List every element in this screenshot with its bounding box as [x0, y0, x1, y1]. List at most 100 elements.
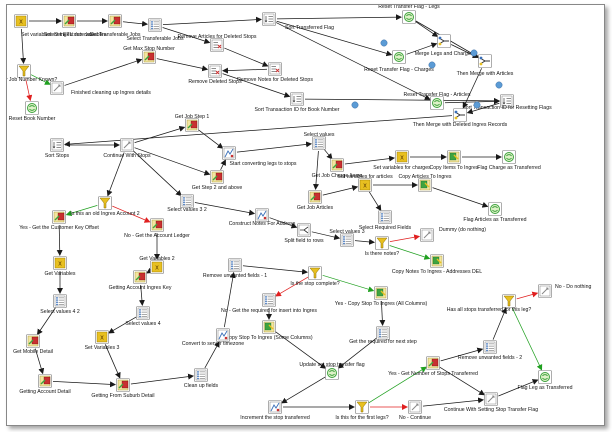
step-n71[interactable]: No - Do nothing [538, 284, 592, 298]
hop-n31-n32[interactable] [322, 185, 359, 196]
hop-n22-n37[interactable] [132, 150, 182, 197]
step-n63[interactable]: Update set stop transfer flag [299, 362, 365, 380]
hop-n44-n46[interactable] [56, 224, 63, 257]
hop-n15-n16[interactable] [222, 73, 291, 98]
hop-n11-n12[interactable] [466, 102, 500, 115]
hop-n22-n36[interactable] [106, 152, 125, 197]
step-n23[interactable]: Get Job Step 1 [175, 114, 210, 132]
hop-n38-n39[interactable] [269, 217, 298, 229]
hop-n49-n50[interactable] [242, 265, 309, 275]
step-n38[interactable]: Construct Notes For Address [229, 208, 296, 228]
step-n20[interactable]: Reset Book Number [9, 101, 56, 123]
step-n15[interactable]: Remove Deleted Stops [188, 64, 242, 86]
hop-n22-n23[interactable] [134, 125, 186, 144]
hop-n53-n63[interactable] [275, 331, 327, 369]
hop-n26-n27[interactable] [323, 148, 333, 160]
step-n26[interactable]: Select values [304, 132, 335, 150]
hop-n17-n20[interactable] [25, 78, 33, 102]
hop-n59-n49[interactable] [223, 271, 236, 328]
step-n40[interactable]: Select values 3 [329, 229, 365, 247]
step-n51[interactable]: No - Get the required for insert into In… [221, 293, 317, 315]
hop-n57-n60[interactable] [34, 348, 45, 375]
hop-n36-n45[interactable] [112, 205, 151, 223]
hop-n3-n4[interactable] [122, 20, 149, 27]
step-n25[interactable]: Get Step 2 and above [192, 170, 243, 192]
step-n62[interactable]: Clean up fields [184, 368, 219, 390]
hop-n62-n59[interactable] [204, 341, 220, 369]
hop-n37-n38[interactable] [194, 202, 256, 216]
hop-n27-n28[interactable] [344, 155, 396, 165]
step-n22[interactable]: Continue With Stops [103, 138, 151, 160]
hop-n17-n18[interactable] [30, 74, 51, 85]
hop-n50-n51[interactable] [275, 276, 309, 297]
step-n56[interactable]: Select values 4 [125, 306, 161, 328]
hop-n39-n40[interactable] [311, 231, 341, 240]
step-n7[interactable]: Merge Legs and Charges [415, 34, 474, 58]
step-n10[interactable]: Reset Transfer Flag - Articles [404, 92, 471, 110]
step-n39[interactable]: Split field to rows [284, 223, 324, 245]
step-n33[interactable]: Copy Articles To Ingres [399, 174, 452, 192]
step-n34[interactable]: Select Required Fields [359, 210, 412, 232]
hop-n5-n6[interactable] [276, 14, 403, 21]
step-n5[interactable]: Sort Transferred Flag [262, 12, 335, 32]
step-n48[interactable]: Getting Account Ingres Key [109, 270, 172, 292]
step-n3[interactable]: Get Transferable Jobs [89, 14, 141, 39]
hop-n61-n62[interactable] [130, 373, 195, 385]
step-n65[interactable]: Is this for the first legs? [335, 400, 389, 422]
step-n11[interactable]: Sort Transaction ID for Resetting Flags [462, 94, 552, 112]
hop-n1-n17[interactable] [20, 28, 27, 65]
step-n43[interactable]: Copy Notes To Ingres - Addresses DEL [392, 254, 482, 276]
hop-n6-n7[interactable] [415, 21, 439, 38]
hop-n22-n25[interactable] [134, 147, 211, 176]
step-n42[interactable]: Dummy (do nothing) [420, 227, 487, 242]
hop-n40-n41[interactable] [354, 238, 376, 245]
step-n6[interactable]: Reset Transfer Flag - Legs [378, 5, 440, 24]
hop-n47-n48[interactable] [146, 267, 153, 274]
step-n2[interactable]: Select ingest run date [44, 14, 94, 39]
hop-n67-n68[interactable] [439, 366, 486, 396]
step-n49[interactable]: Remove unwanted fields - 1 [203, 258, 267, 280]
hop-n55-n57[interactable] [36, 307, 56, 336]
step-n16[interactable]: Sort Transaction ID for Book Number [254, 92, 340, 114]
hop-n41-n42[interactable] [389, 234, 421, 242]
hop-n4-n5[interactable] [162, 16, 263, 25]
hop-n54-n63[interactable] [337, 337, 377, 369]
step-n69[interactable]: Flag Leg as Transferred [517, 370, 573, 392]
hop-n70-n69[interactable] [512, 308, 543, 371]
step-n29[interactable]: Copy Items To Ingres [430, 150, 479, 172]
step-n37[interactable]: Select values 3 2 [167, 194, 207, 214]
hop-n16-n11[interactable] [304, 97, 501, 104]
step-n31[interactable]: Get Job Articles [297, 190, 334, 212]
step-n54[interactable]: Get the required for next step [349, 326, 417, 346]
step-n55[interactable]: Select values 4 2 [40, 294, 80, 316]
step-n30[interactable]: Flag Charge as Transferred [477, 150, 541, 172]
step-n61[interactable]: Getting From Suburb Detail [91, 378, 155, 400]
step-n9[interactable]: Reset Transfer Flag - Charges [364, 50, 434, 74]
step-n41[interactable]: Is there notes? [365, 236, 399, 258]
hop-n67-n72[interactable] [440, 347, 484, 362]
hop-n72-n70[interactable] [492, 307, 507, 340]
hop-n56-n58[interactable] [108, 316, 137, 334]
step-n24[interactable]: Start converting legs to stops [222, 146, 297, 168]
hop-n48-n56[interactable] [138, 284, 145, 307]
step-n72[interactable]: Remove unwanted fields - 2 [458, 340, 522, 362]
hop-n25-n24[interactable] [220, 159, 226, 171]
hop-n68-n69[interactable] [498, 379, 539, 397]
step-n12[interactable]: Then Merge with Deleted Ingres Records [413, 108, 508, 129]
step-n17[interactable]: Legacy Job Number Known? [7, 64, 57, 84]
step-n66[interactable]: No - Continue [399, 400, 431, 422]
hop-n33-n35[interactable] [432, 187, 489, 208]
hop-n36-n44[interactable] [65, 204, 98, 217]
step-n70[interactable]: Has all stops transferred for this leg? [447, 294, 532, 314]
step-n14[interactable]: Remove Notes for Deleted Stops [237, 62, 313, 84]
hop-n19-n15[interactable] [156, 58, 209, 72]
hop-n32-n34[interactable] [368, 191, 382, 212]
hop-n10-n11[interactable] [444, 98, 501, 105]
hop-n9-n7[interactable] [406, 42, 438, 55]
hop-n13-n14[interactable] [224, 47, 269, 67]
